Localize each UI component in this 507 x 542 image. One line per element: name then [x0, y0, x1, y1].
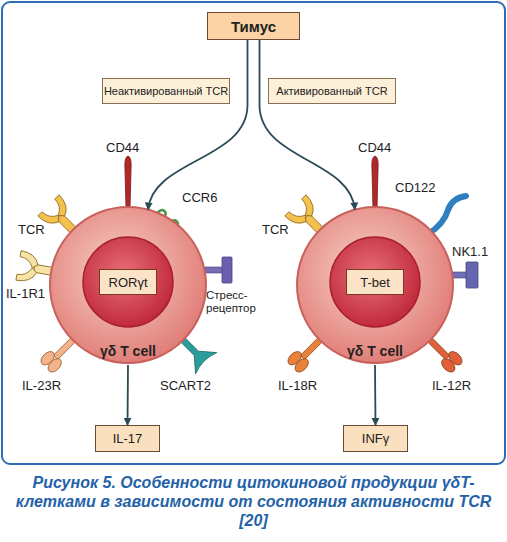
- part-label: CCR6: [182, 190, 217, 205]
- node-text: INFγ: [362, 431, 389, 446]
- part-label: IL-12R: [432, 378, 471, 393]
- part-label: SCART2: [160, 378, 211, 393]
- part-label: CD122: [395, 180, 435, 195]
- cd44-receptor: [372, 156, 378, 209]
- part-label: IL-18R: [278, 378, 317, 393]
- part-label: TCR: [18, 222, 45, 237]
- cytokine-box: IL-17: [95, 425, 160, 452]
- cell-circle: γδ T cell RORγt: [48, 205, 208, 365]
- figure-caption: Рисунок 5. Особенности цитокиновой проду…: [10, 473, 497, 530]
- cell-membrane: [50, 207, 206, 363]
- flow-arrow: [148, 40, 247, 210]
- part-label: Стресс- рецептор: [206, 289, 268, 315]
- nk11-receptor-head: [466, 262, 478, 288]
- cell-membrane: [297, 207, 453, 363]
- figure-frame: [2, 2, 505, 464]
- node-text: γδ T cell: [295, 343, 455, 359]
- factor-box: RORγt: [99, 269, 157, 295]
- part-label: NK1.1: [452, 244, 488, 259]
- condition-box: Активированный TCR: [268, 78, 396, 104]
- cell-circle: γδ T cell T-bet: [295, 205, 455, 365]
- part-label: CD44: [106, 140, 139, 155]
- cd44-receptor: [125, 156, 131, 209]
- flow-arrow: [127, 365, 129, 425]
- node-text: T-bet: [360, 275, 390, 290]
- cell-nucleus: [330, 237, 420, 327]
- node-text: Активированный TCR: [276, 85, 387, 97]
- part-label: TCR: [262, 222, 289, 237]
- source-box: Тимус: [207, 12, 300, 40]
- stress-receptor-head: [222, 257, 232, 283]
- node-text: RORγt: [109, 275, 148, 290]
- part-label: IL-23R: [22, 378, 61, 393]
- node-text: γδ T cell: [48, 343, 208, 359]
- part-label: IL-1R1: [6, 286, 45, 301]
- flow-arrow: [374, 365, 376, 425]
- cell-nucleus: [83, 237, 173, 327]
- flow-arrow: [260, 40, 355, 210]
- cd122-receptor: [428, 196, 466, 234]
- condition-box: Неактивированный TCR: [102, 78, 230, 104]
- factor-box: T-bet: [346, 269, 404, 295]
- part-label: CD44: [358, 140, 391, 155]
- node-text: Тимус: [231, 18, 276, 35]
- node-text: IL-17: [113, 431, 143, 446]
- cytokine-box: INFγ: [343, 425, 408, 452]
- node-text: Неактивированный TCR: [104, 85, 228, 97]
